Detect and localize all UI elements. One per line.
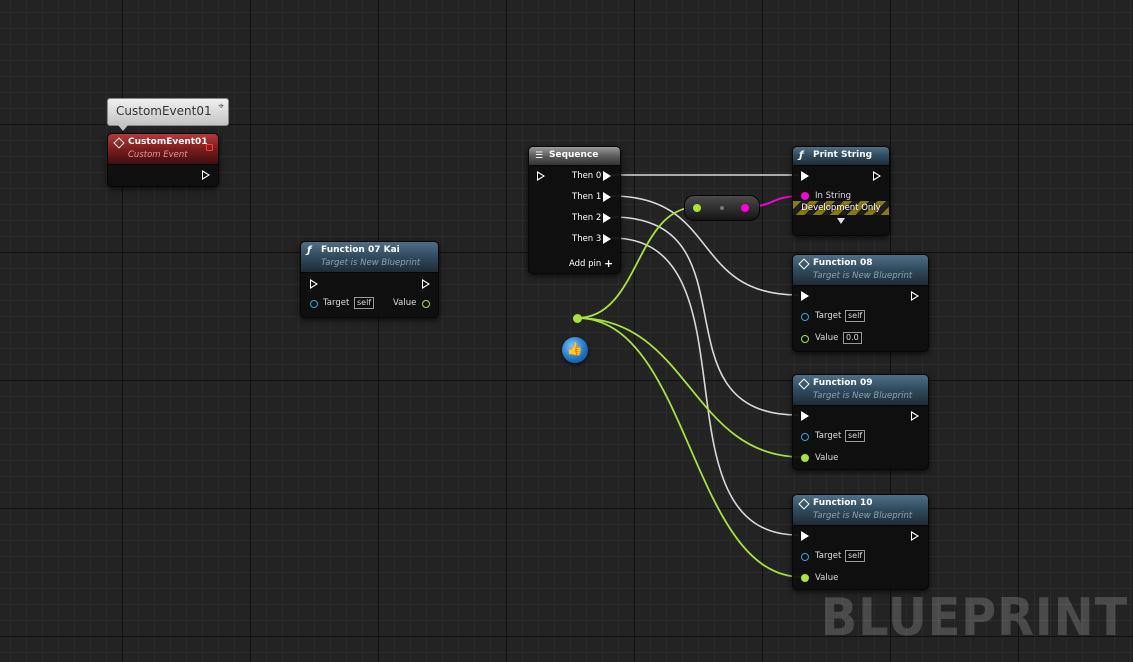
event-icon: [798, 378, 810, 390]
in-string-label: In String: [815, 191, 851, 201]
then2-label: Then 2: [572, 213, 602, 223]
add-pin-label[interactable]: Add pin: [569, 259, 602, 269]
delegate-pin-icon[interactable]: [206, 144, 213, 151]
node-title: Function 08: [813, 258, 873, 268]
then2-pin[interactable]: [603, 213, 612, 223]
value-pin[interactable]: [801, 574, 809, 582]
sequence-node[interactable]: ☰ Sequence Then 0 Then 1 Then 2 Then 3 A…: [528, 146, 621, 274]
development-only-banner: Development Only: [793, 201, 889, 215]
target-label: Target: [815, 311, 842, 321]
exec-in-pin[interactable]: [801, 531, 810, 541]
reroute-in-pin[interactable]: [693, 204, 701, 212]
value-label: Value: [815, 333, 839, 343]
value-label: Value: [393, 298, 417, 308]
value-pin[interactable]: [801, 335, 809, 343]
value-label: Value: [815, 453, 839, 463]
exec-in-pin[interactable]: [537, 171, 546, 181]
node-header: ƒ Function 07 Kai Target is New Blueprin…: [301, 242, 438, 273]
value-field[interactable]: 0.0: [843, 332, 862, 344]
target-value-field[interactable]: self: [845, 550, 866, 562]
exec-in-pin[interactable]: [801, 291, 810, 301]
target-label: Target: [815, 431, 842, 441]
exec-in-pin[interactable]: [801, 411, 810, 421]
node-header: ƒ Print String: [793, 147, 889, 166]
print-string-node[interactable]: ƒ Print String In String Development Onl…: [792, 146, 890, 236]
node-title: Function 07 Kai: [321, 245, 400, 255]
target-value-field[interactable]: self: [845, 430, 866, 442]
node-subtitle: Target is New Blueprint: [813, 511, 913, 521]
pin-icon[interactable]: ⌖: [218, 101, 224, 112]
comment-bubble[interactable]: CustomEvent01 ⌖: [107, 98, 229, 131]
then0-pin[interactable]: [603, 171, 612, 181]
node-subtitle: Target is New Blueprint: [813, 271, 913, 281]
target-value-field[interactable]: self: [845, 310, 866, 322]
exec-in-pin[interactable]: [310, 279, 319, 289]
reroute-center-dot: [720, 206, 724, 210]
node-title: Print String: [813, 150, 873, 160]
target-label: Target: [815, 551, 842, 561]
target-pin[interactable]: [801, 313, 809, 321]
thumbs-up-icon[interactable]: 👍: [562, 337, 588, 363]
function-icon: ƒ: [799, 150, 804, 161]
target-pin[interactable]: [801, 433, 809, 441]
float-wire-reroute[interactable]: [576, 206, 698, 319]
then1-label: Then 1: [572, 192, 602, 202]
exec-in-pin[interactable]: [801, 171, 810, 181]
float-wire-function09[interactable]: [576, 317, 803, 458]
exec-out-pin[interactable]: [911, 291, 920, 301]
value-pin[interactable]: [801, 454, 809, 462]
value-label: Value: [815, 573, 839, 583]
custom-event-node[interactable]: CustomEvent01 Custom Event: [107, 133, 219, 187]
reroute-out-pin[interactable]: [741, 204, 749, 212]
node-title: Function 09: [813, 378, 873, 388]
then0-label: Then 0: [572, 171, 602, 181]
then3-pin[interactable]: [603, 234, 612, 244]
target-label: Target: [323, 298, 350, 308]
exec-wire-then1[interactable]: [611, 195, 799, 296]
node-title: CustomEvent01: [128, 137, 208, 147]
in-string-pin[interactable]: [801, 192, 809, 200]
node-title: Sequence: [549, 150, 599, 160]
node-header: Function 10 Target is New Blueprint: [793, 495, 928, 526]
exec-out-pin[interactable]: [422, 279, 431, 289]
event-icon: [113, 137, 125, 149]
plus-icon[interactable]: +: [604, 257, 614, 270]
node-header: ☰ Sequence: [529, 147, 620, 166]
exec-wire-then2[interactable]: [611, 216, 799, 416]
function08-node[interactable]: Function 08 Target is New Blueprint Targ…: [792, 254, 929, 352]
then1-pin[interactable]: [603, 192, 612, 202]
float-wire-function10[interactable]: [576, 317, 803, 578]
node-subtitle: Target is New Blueprint: [321, 258, 421, 268]
wire-knot[interactable]: [573, 314, 582, 323]
target-value-field[interactable]: self: [354, 297, 375, 309]
node-title: Function 10: [813, 498, 873, 508]
target-pin[interactable]: [310, 300, 318, 308]
node-header: CustomEvent01 Custom Event: [108, 134, 218, 165]
then3-label: Then 3: [572, 234, 602, 244]
exec-wire-then3[interactable]: [611, 237, 799, 536]
node-subtitle: Target is New Blueprint: [813, 391, 913, 401]
value-pin[interactable]: [422, 300, 430, 308]
function-icon: ƒ: [307, 245, 312, 256]
exec-out-pin[interactable]: [911, 411, 920, 421]
reroute-node[interactable]: [684, 195, 760, 221]
chevron-down-icon[interactable]: [837, 218, 845, 224]
node-header: Function 08 Target is New Blueprint: [793, 255, 928, 286]
function09-node[interactable]: Function 09 Target is New Blueprint Targ…: [792, 374, 929, 470]
blueprint-watermark: BLUEPRINT: [820, 588, 1128, 648]
function10-node[interactable]: Function 10 Target is New Blueprint Targ…: [792, 494, 929, 590]
exec-out-pin[interactable]: [873, 171, 882, 181]
function07-node[interactable]: ƒ Function 07 Kai Target is New Blueprin…: [300, 241, 439, 318]
event-icon: [798, 258, 810, 270]
exec-out-pin[interactable]: [202, 170, 211, 180]
node-header: Function 09 Target is New Blueprint: [793, 375, 928, 406]
event-icon: [798, 498, 810, 510]
node-subtitle: Custom Event: [128, 150, 188, 160]
target-pin[interactable]: [801, 553, 809, 561]
sequence-icon: ☰: [535, 151, 544, 161]
exec-out-pin[interactable]: [911, 531, 920, 541]
comment-text: CustomEvent01: [116, 104, 212, 118]
